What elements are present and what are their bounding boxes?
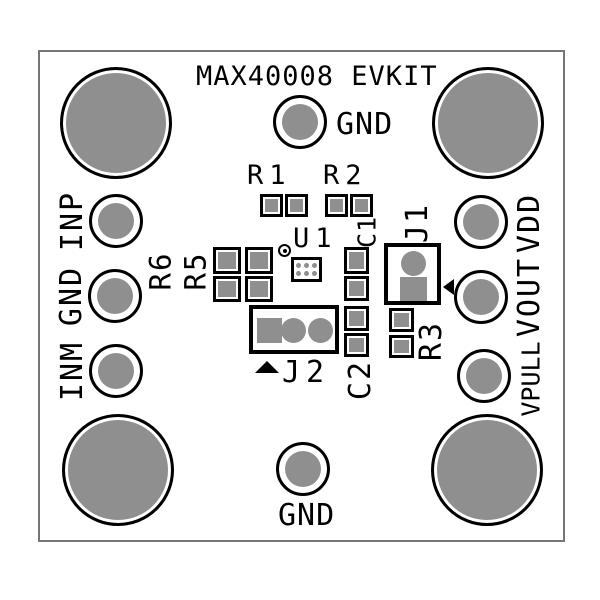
j2-pin-circle-2 [308,318,333,343]
c2-pad-2 [344,333,369,357]
u1-dot [303,271,309,277]
inp-pad [89,194,143,248]
gnd-top-label: GND [336,107,394,142]
mounting-hole-top-right [432,67,544,179]
c2-label: C2 [343,359,378,401]
u1-dot [311,271,317,277]
gnd-left-pad [88,269,142,323]
j1-pin-circle [401,251,426,276]
r1-pad-1 [260,194,283,217]
r5-pad-1 [245,247,273,274]
mounting-hole-top-left [60,67,172,179]
vout-label: VOUT [512,256,547,338]
r1-label: R1 [247,160,292,191]
vpull-pad [457,349,511,403]
r6-pad-1 [213,247,241,274]
j1-pin1-arrow-icon [443,279,454,295]
board-title: MAX40008 EVKIT [196,61,438,92]
j2-pin1-arrow-icon [255,361,279,373]
r2-pad-1 [325,194,348,217]
j1-footprint [384,243,441,305]
j2-label: J2 [282,355,331,390]
j2-footprint [249,305,339,354]
vout-pad [454,270,508,324]
c1-pad-1 [344,247,369,274]
r6-pad-2 [213,276,241,302]
j2-pin-square [257,318,282,343]
inm-label: INM [55,340,90,402]
mounting-hole-bottom-left [62,414,174,526]
u1-label: U1 [293,223,338,254]
u1-dot [296,262,302,268]
r3-label: R3 [414,320,449,362]
r5-label: R5 [178,251,213,291]
c2-pad-1 [344,306,369,331]
u1-pad-dots [295,261,318,278]
j1-pin-square [400,277,427,301]
gnd-left-label: GND [54,265,89,327]
gnd-bottom-pad [276,442,330,496]
j1-label: J1 [400,202,435,244]
mounting-hole-bottom-right [431,414,543,526]
j2-pin-circle-1 [281,318,306,343]
r2-label: R2 [323,160,368,191]
u1-dot [303,262,309,268]
u1-footprint [291,257,322,282]
vdd-label: VDD [512,192,547,254]
gnd-top-pad [273,95,327,149]
c1-pad-2 [344,276,369,301]
vdd-pad [454,195,508,249]
r3-pad-2 [389,335,414,358]
u1-pin1-dot [282,248,287,253]
r1-pad-2 [285,194,308,217]
u1-dot [311,262,317,268]
c1-label: C1 [352,215,382,249]
u1-dot [296,271,302,277]
vpull-label: VPULL [516,341,546,417]
gnd-bottom-label: GND [278,498,336,533]
inm-pad [89,344,143,398]
r2-pad-2 [350,194,373,217]
u1-pin1-marker-icon [278,244,291,257]
r3-pad-1 [389,308,414,332]
r6-label: R6 [143,251,178,291]
r5-pad-2 [245,276,273,302]
inp-label: INP [55,190,90,252]
